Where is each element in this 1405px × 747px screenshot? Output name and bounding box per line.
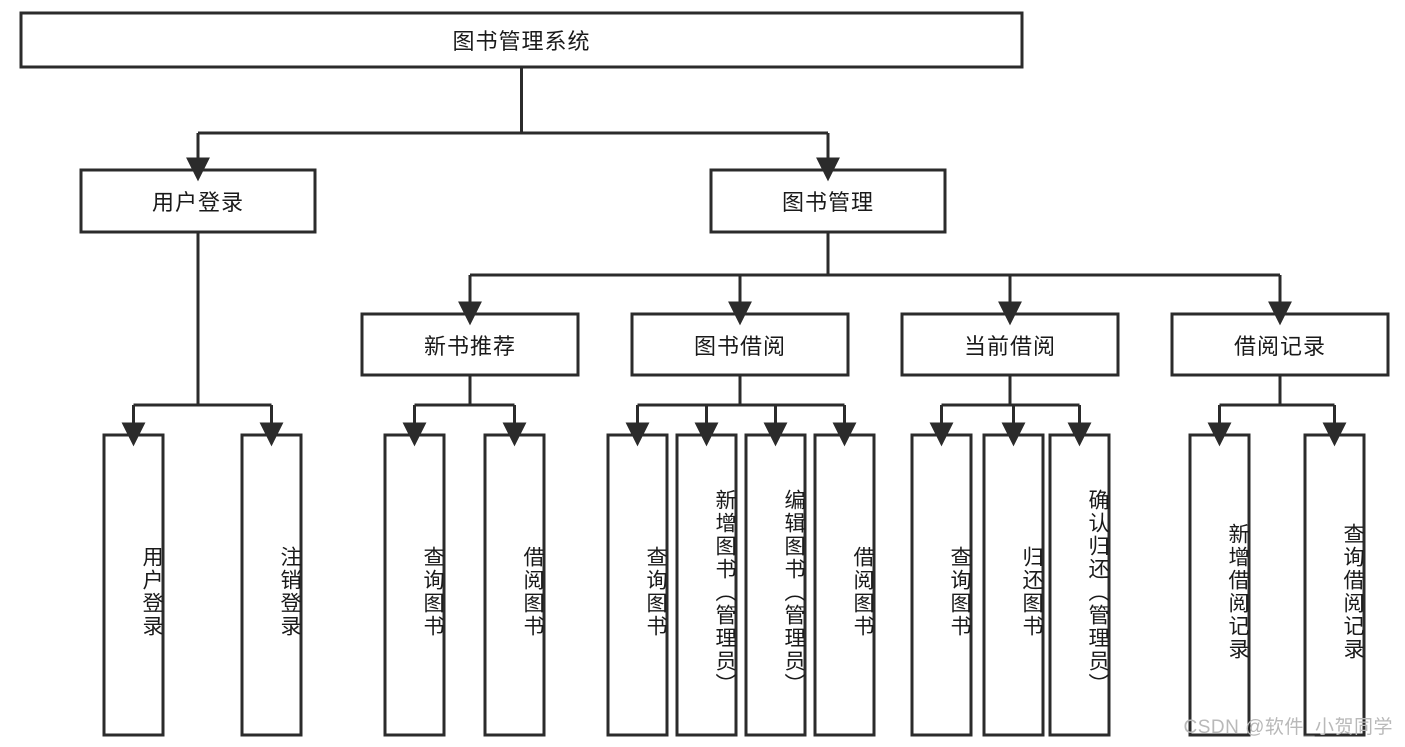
node-root-box[interactable]	[19, 11, 1024, 69]
node-level2-box-2[interactable]	[900, 312, 1120, 377]
node-level2-box-0[interactable]	[360, 312, 580, 377]
leaf-box-4[interactable]	[606, 433, 669, 737]
node-level2-box-1[interactable]	[630, 312, 850, 377]
leaf-box-1[interactable]	[240, 433, 303, 737]
leaf-box-5[interactable]	[675, 433, 738, 737]
leaf-box-9[interactable]	[982, 433, 1045, 737]
leaf-box-11[interactable]	[1188, 433, 1251, 737]
node-level2-box-3[interactable]	[1170, 312, 1390, 377]
node-level1-box-0[interactable]	[79, 168, 317, 234]
leaf-box-10[interactable]	[1048, 433, 1111, 737]
leaf-box-0[interactable]	[102, 433, 165, 737]
connectors-layer	[121, 67, 1347, 447]
node-level1-box-1[interactable]	[709, 168, 947, 234]
leaf-box-12[interactable]	[1303, 433, 1366, 737]
boxes-layer	[19, 11, 1390, 737]
leaf-box-3[interactable]	[483, 433, 546, 737]
leaf-box-2[interactable]	[383, 433, 446, 737]
leaf-box-7[interactable]	[813, 433, 876, 737]
leaf-box-6[interactable]	[744, 433, 807, 737]
leaf-box-8[interactable]	[910, 433, 973, 737]
